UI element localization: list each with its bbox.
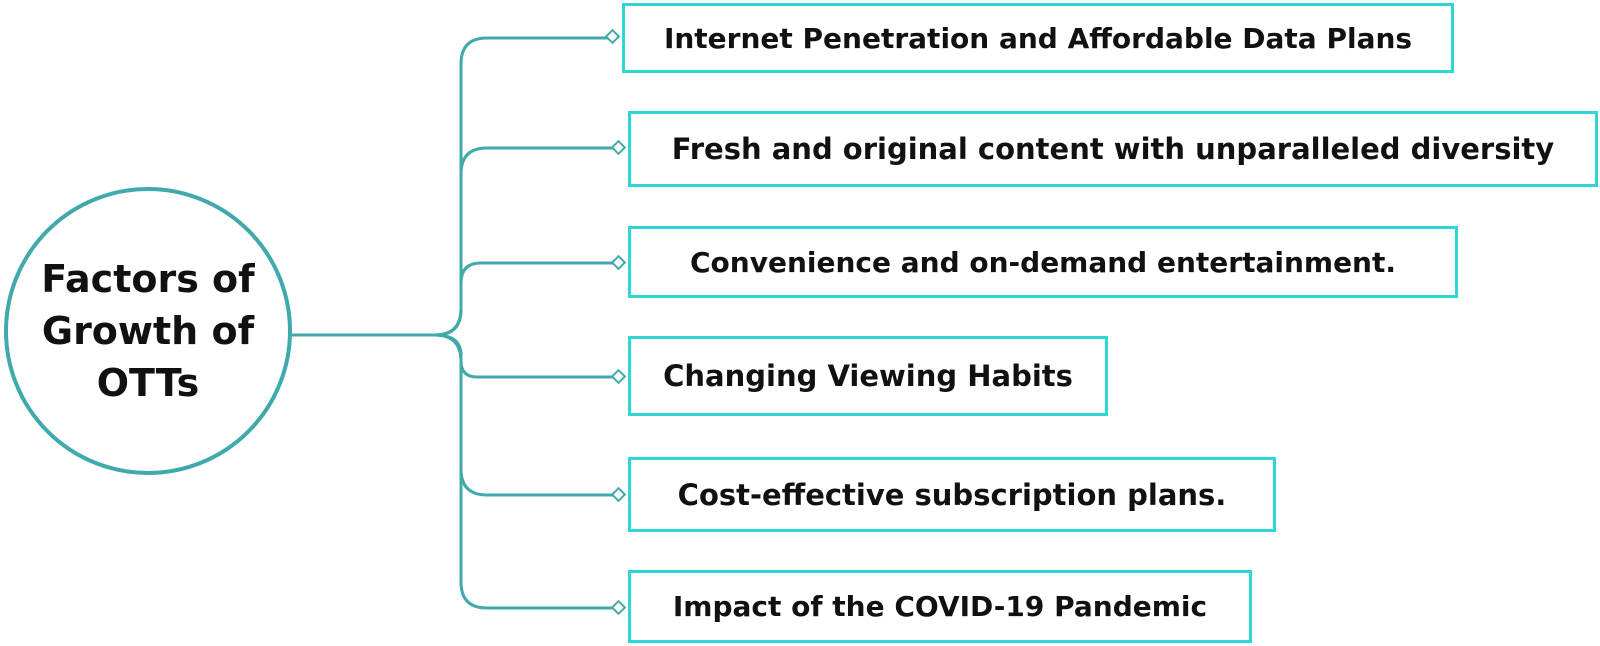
factor-label: Fresh and original content with unparall… <box>671 132 1555 166</box>
factor-box-internet-penetration: Internet Penetration and Affordable Data… <box>622 3 1454 73</box>
factor-label: Impact of the COVID-19 Pandemic <box>672 590 1208 623</box>
factor-label: Convenience and on-demand entertainment. <box>689 245 1397 279</box>
factor-box-covid-impact: Impact of the COVID-19 Pandemic <box>628 570 1252 643</box>
diamond-icon <box>610 599 627 616</box>
center-node: Factors of Growth of OTTs <box>4 187 292 475</box>
center-label: Factors of Growth of OTTs <box>41 257 255 405</box>
factor-label: Internet Penetration and Affordable Data… <box>663 21 1413 55</box>
diamond-icon <box>610 139 627 156</box>
connector-branch-6 <box>433 333 617 610</box>
diamond-icon <box>610 254 627 271</box>
diamond-icon <box>604 28 621 45</box>
factor-box-fresh-content: Fresh and original content with unparall… <box>628 111 1598 187</box>
factor-box-viewing-habits: Changing Viewing Habits <box>628 336 1108 416</box>
factor-label: Cost-effective subscription plans. <box>677 477 1227 512</box>
factor-label: Changing Viewing Habits <box>663 359 1073 393</box>
diamond-icon <box>610 486 627 503</box>
diamond-icon <box>610 368 627 385</box>
factor-box-subscription-plans: Cost-effective subscription plans. <box>628 457 1276 532</box>
connector-branch-3 <box>433 261 617 337</box>
factor-box-convenience: Convenience and on-demand entertainment. <box>628 226 1458 298</box>
